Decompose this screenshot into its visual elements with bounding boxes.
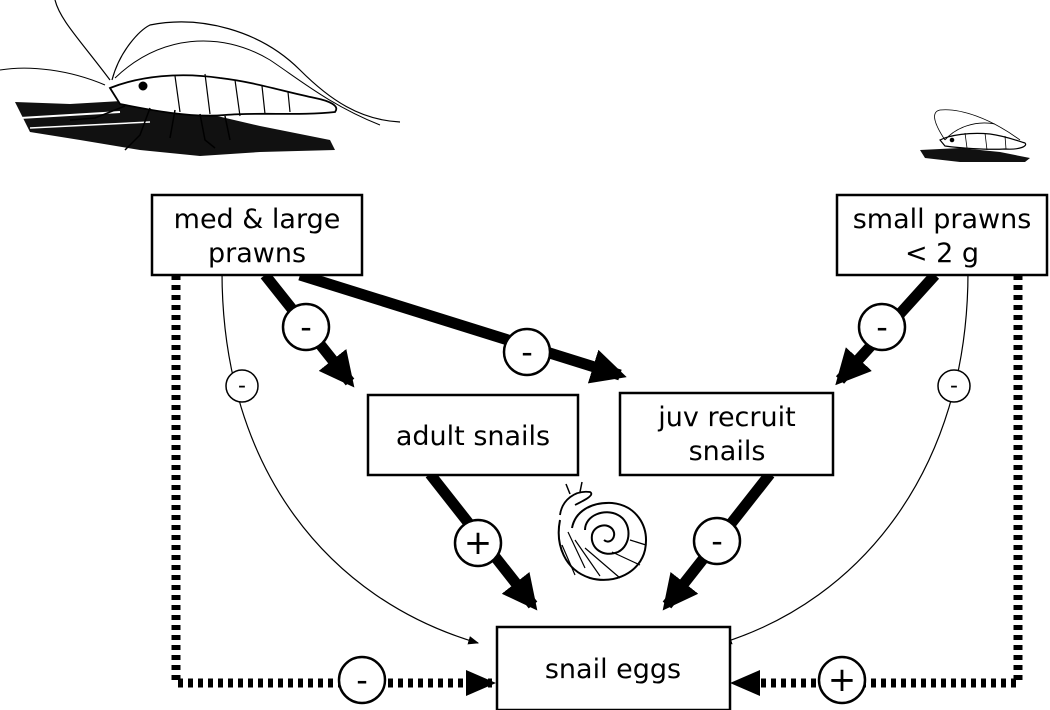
sign-badge: - <box>281 302 331 352</box>
node-label-line-1: juv recruit <box>657 402 795 433</box>
node-label-line-2: < 2 g <box>905 238 979 269</box>
snail-icon <box>557 481 647 581</box>
node-juv-recruit-snails: juv recruit snails <box>618 391 835 477</box>
node-small-prawns: small prawns < 2 g <box>835 193 1049 277</box>
node-label-line-2: prawns <box>208 238 306 269</box>
sign-label: + <box>464 523 493 563</box>
small-prawn-icon <box>920 109 1030 162</box>
node-med-large-prawns: med & large prawns <box>150 193 364 277</box>
sign-badge: - <box>692 516 742 566</box>
node-label-line-1: adult snails <box>396 421 550 452</box>
sign-label: - <box>876 308 888 346</box>
node-label-line-1: small prawns <box>853 204 1032 235</box>
node-snail-eggs: snail eggs <box>495 625 732 710</box>
sign-label: - <box>238 374 246 399</box>
sign-badge-small: - <box>937 369 971 403</box>
node-label-line-1: med & large <box>174 204 341 235</box>
sign-badge: - <box>337 655 387 705</box>
sign-badge-small: - <box>225 369 259 403</box>
sign-label: - <box>521 333 533 371</box>
sign-label: - <box>950 374 958 399</box>
node-label-line-1: snail eggs <box>545 654 681 685</box>
weak-arrow-med-large-to-eggs <box>221 271 480 645</box>
large-prawn-icon <box>0 0 401 156</box>
sign-label: - <box>711 522 723 560</box>
sign-label: + <box>828 660 857 700</box>
sign-badge: + <box>817 655 867 705</box>
sign-label: - <box>356 661 368 699</box>
node-adult-snails: adult snails <box>366 393 580 477</box>
node-label-line-2: snails <box>689 436 766 467</box>
sign-badge: - <box>857 302 907 352</box>
sign-badge: - <box>502 327 552 377</box>
weak-arrow-small-to-eggs <box>720 271 969 645</box>
dotted-arrow-med-large-to-eggs <box>171 275 492 688</box>
sign-badge: + <box>453 518 503 568</box>
arrow-med-large-to-juv <box>298 269 627 384</box>
sign-label: - <box>300 308 312 346</box>
